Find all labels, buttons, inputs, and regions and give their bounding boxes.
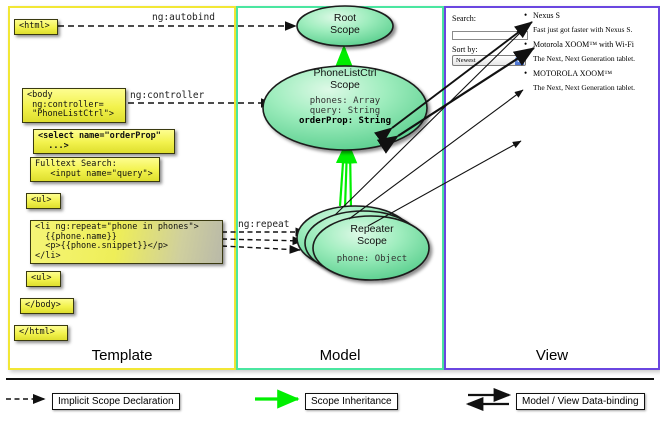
- list-item[interactable]: MOTOROLA XOOM™ The Next, Next Generation…: [523, 68, 649, 92]
- edge-label-ng-repeat: ng:repeat: [238, 219, 290, 230]
- panel-template-label: Template: [91, 347, 153, 364]
- legend-item-model-view-data-binding: Model / View Data-binding: [516, 391, 645, 410]
- legend-label-model-view-data-binding: Model / View Data-binding: [516, 393, 645, 410]
- code-box-li-repeat: <li ng:repeat="phone in phones"> {{phone…: [30, 220, 223, 264]
- phone-name: Nexus S: [523, 10, 649, 21]
- phone-name: MOTOROLA XOOM™: [523, 68, 649, 79]
- legend-label-implicit-scope-declaration: Implicit Scope Declaration: [52, 393, 180, 410]
- code-box-select: <select name="orderProp" ...>: [33, 129, 175, 154]
- phone-snippet: The Next, Next Generation tablet.: [533, 83, 636, 92]
- edge-label-ng-controller: ng:controller: [130, 90, 205, 101]
- phone-list: Nexus S Fast just got faster with Nexus …: [523, 10, 649, 98]
- panel-model-label: Model: [319, 347, 361, 364]
- code-box-body-close: </body>: [20, 298, 74, 314]
- edge-scope-inheritance-repeater-to-phonelist: [335, 145, 358, 211]
- code-box-ul-open: <ul>: [26, 193, 61, 209]
- panel-view-label: View: [535, 347, 569, 364]
- legend-icon-layer: [6, 387, 512, 412]
- legend-double-arrow-icon: [465, 387, 512, 412]
- search-label: Search:: [452, 14, 476, 23]
- search-input[interactable]: [452, 30, 528, 40]
- edge-label-ng-autobind: ng:autobind: [152, 12, 215, 23]
- legend-item-implicit-scope-declaration: Implicit Scope Declaration: [52, 391, 180, 410]
- code-box-ul-close: <ul>: [26, 271, 61, 287]
- phone-name: Motorola XOOM™ with Wi-Fi: [523, 39, 649, 50]
- legend-label-scope-inheritance: Scope Inheritance: [305, 393, 398, 410]
- scope-repeater-shape: [296, 205, 430, 281]
- edge-ng-repeat: [221, 227, 307, 254]
- code-box-body-open: <body ng:controller= "PhoneListCtrl">: [22, 88, 126, 123]
- phone-snippet: The Next, Next Generation tablet.: [533, 54, 636, 63]
- phone-snippet: Fast just got faster with Nexus S.: [533, 25, 633, 34]
- code-box-html-close: </html>: [14, 325, 68, 341]
- scope-root-shape: [296, 5, 394, 47]
- sortby-selected-value: Newest: [456, 57, 476, 64]
- scope-phonelistctrl-shape: [262, 65, 428, 151]
- sortby-select[interactable]: Newest ⇵: [452, 55, 526, 66]
- code-box-fulltext-search: Fulltext Search: <input name="query">: [30, 157, 160, 182]
- code-box-html-open: <html>: [14, 19, 58, 35]
- legend-item-scope-inheritance: Scope Inheritance: [305, 391, 398, 410]
- list-item[interactable]: Motorola XOOM™ with Wi-Fi The Next, Next…: [523, 39, 649, 63]
- list-item[interactable]: Nexus S Fast just got faster with Nexus …: [523, 10, 649, 34]
- legend-divider: [6, 378, 654, 380]
